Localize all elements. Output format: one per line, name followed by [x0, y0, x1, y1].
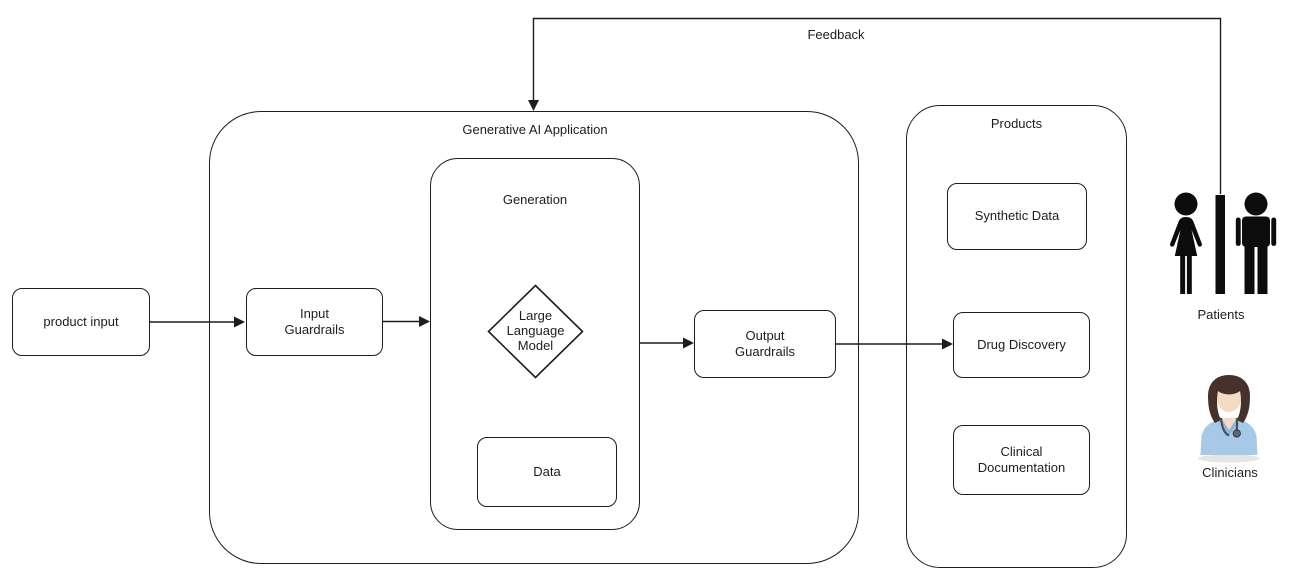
- stethoscope-tube-left: [1219, 417, 1230, 437]
- neck-chest: [1220, 418, 1238, 433]
- data-label: Data: [533, 463, 561, 479]
- patients-male-female-icon: [1170, 192, 1277, 294]
- patients-label: Patients: [1197, 307, 1245, 322]
- product-input-node: product input: [12, 288, 150, 356]
- drug-discovery-node: Drug Discovery: [953, 312, 1090, 378]
- genai-application-label: Generative AI Application: [462, 122, 608, 137]
- clinicians-label: Clinicians: [1202, 465, 1258, 480]
- generation-label: Generation: [502, 192, 568, 207]
- llm-label: Large Language Model: [506, 308, 565, 353]
- clinical-documentation-label: Clinical Documentation: [977, 443, 1066, 475]
- input-guardrails-label: Input Guardrails: [284, 305, 345, 337]
- clinical-documentation-node: Clinical Documentation: [953, 425, 1090, 495]
- synthetic-data-label: Synthetic Data: [974, 208, 1060, 224]
- clinician-avatar-icon: [1198, 375, 1260, 463]
- avatar-shadow: [1198, 454, 1260, 463]
- product-input-label: product input: [43, 313, 119, 329]
- output-guardrails-node: Output Guardrails: [694, 310, 836, 378]
- divider-bar: [1215, 195, 1225, 294]
- feedback-arrowhead: [528, 100, 539, 111]
- llm-diamond-shape: [487, 284, 584, 379]
- stethoscope-chestpiece: [1232, 429, 1241, 438]
- synthetic-data-node: Synthetic Data: [947, 183, 1087, 250]
- output-guardrails-label: Output Guardrails: [735, 327, 795, 359]
- hair: [1208, 375, 1250, 423]
- female-figure-icon: [1170, 192, 1202, 294]
- male-figure-icon: [1235, 192, 1277, 294]
- products-label: Products: [990, 116, 1043, 131]
- diamond-outline: [487, 284, 584, 379]
- input-guardrails-node: Input Guardrails: [246, 288, 383, 356]
- data-node: Data: [477, 437, 617, 507]
- feedback-label: Feedback: [807, 27, 865, 42]
- scrubs-torso: [1200, 418, 1258, 455]
- drug-discovery-label: Drug Discovery: [977, 336, 1066, 352]
